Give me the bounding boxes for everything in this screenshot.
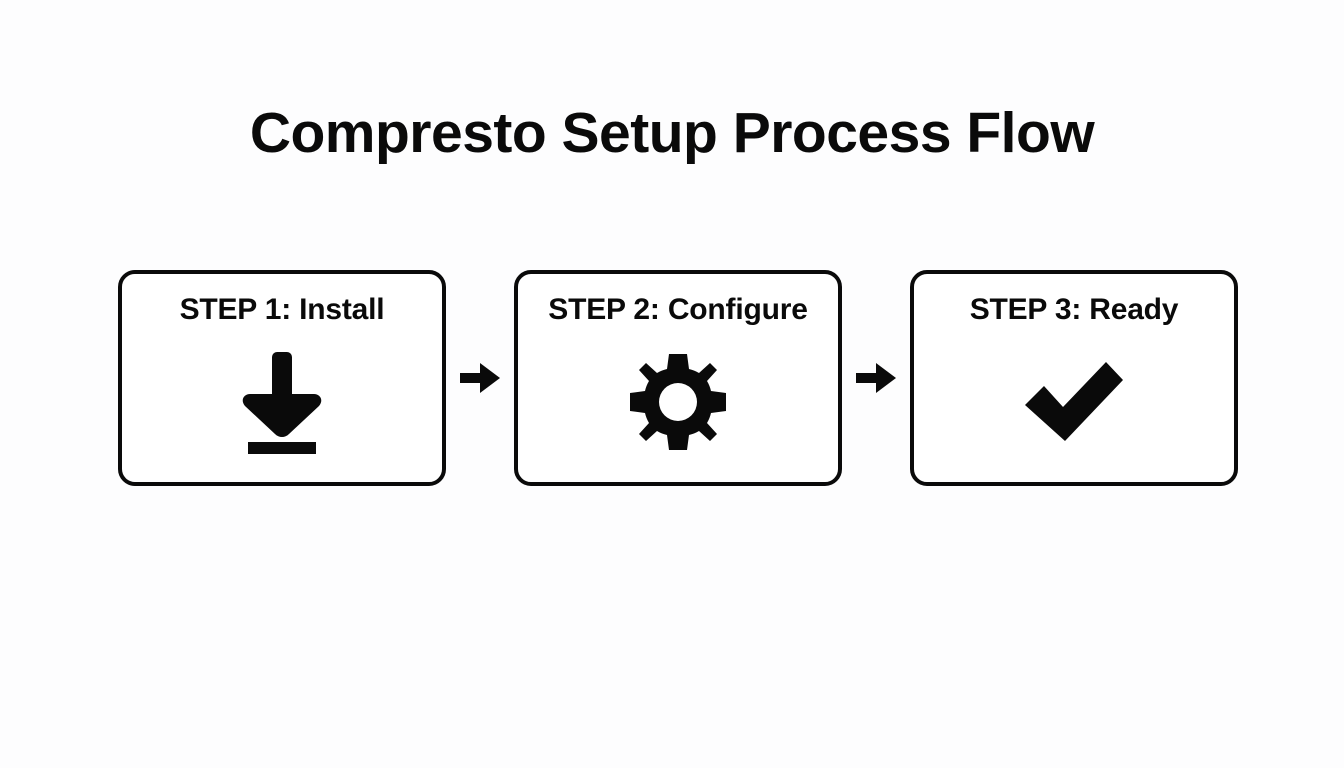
process-flow: STEP 1: Install STEP 2: Configur	[118, 270, 1238, 486]
page-title: Compresto Setup Process Flow	[249, 101, 1095, 165]
step-card-configure[interactable]: STEP 2: Configure	[514, 270, 842, 486]
step-label: STEP 3: Ready	[969, 293, 1179, 326]
arrow-right-icon	[850, 360, 902, 396]
step-card-install[interactable]: STEP 1: Install	[118, 270, 446, 486]
step-card-ready[interactable]: STEP 3: Ready	[910, 270, 1238, 486]
download-icon	[122, 328, 442, 482]
arrow-right-icon	[454, 360, 506, 396]
check-icon	[914, 328, 1234, 482]
step-label: STEP 1: Install	[179, 293, 385, 326]
step-label: STEP 2: Configure	[548, 293, 808, 326]
gear-icon	[518, 328, 838, 482]
